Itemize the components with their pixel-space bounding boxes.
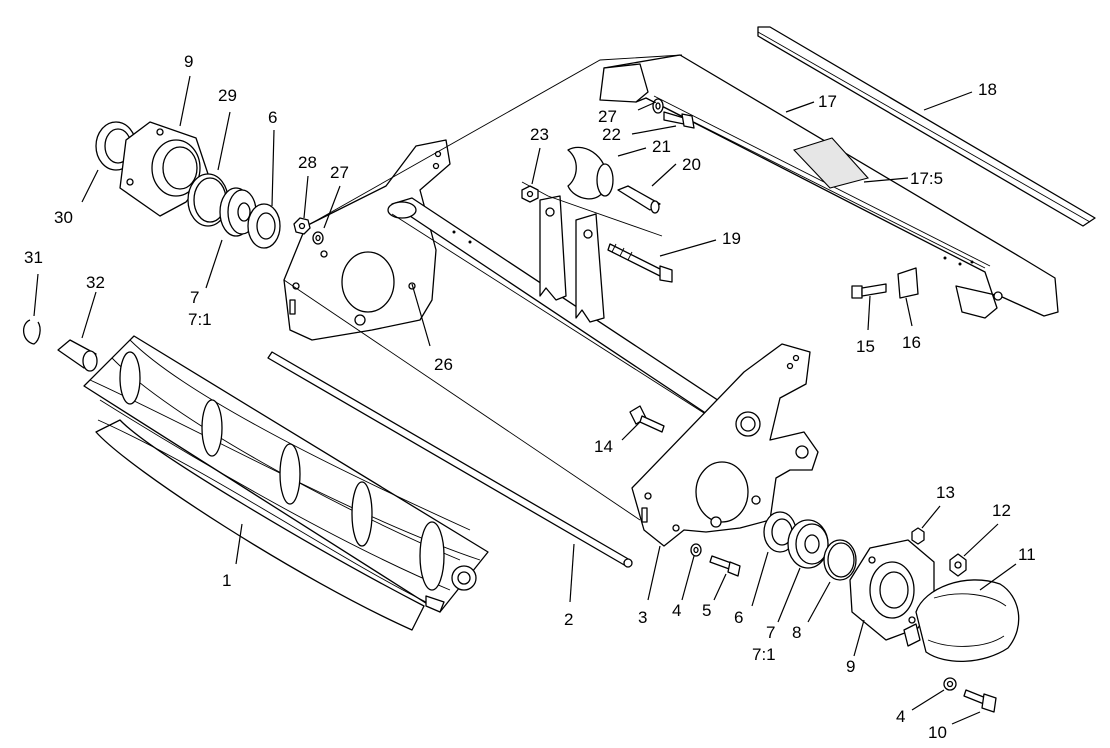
snap-ring-29 [187,173,229,227]
callout-17-5: 17:5 [910,169,943,188]
leader-lines [33,75,1017,725]
callout-labels: 9 29 6 28 27 30 31 32 7 7:1 26 1 2 3 4 5… [24,52,1036,742]
callout-29: 29 [218,86,237,105]
washer-4-right [690,543,702,557]
callout-7-1-left: 7:1 [188,310,212,329]
left-side-plate [283,139,451,341]
callout-9-top: 9 [184,52,193,71]
shaft [267,351,633,568]
washer-27-top [652,98,664,114]
callout-6-right: 6 [734,608,743,627]
reel [83,335,489,631]
roller-pin [617,185,661,214]
callout-7-1-right: 7:1 [752,645,776,664]
callout-14: 14 [594,437,613,456]
callout-1: 1 [222,571,231,590]
callout-32: 32 [86,273,105,292]
washer-4-lower [943,677,957,691]
fitting-13 [911,527,925,545]
seal-6-left [247,203,281,249]
snap-ring-31 [23,319,41,345]
callout-20: 20 [682,155,701,174]
callout-9-bottom: 9 [846,657,855,676]
bolt-22 [663,111,695,129]
callout-28: 28 [298,153,317,172]
callout-11: 11 [1018,545,1036,564]
callout-27-top: 27 [598,107,617,126]
callout-18: 18 [978,80,997,99]
bolt-14 [629,405,665,433]
nut-28 [293,217,311,235]
callout-17: 17 [818,92,837,111]
callout-26: 26 [434,355,453,374]
bearing-housing-left [119,121,209,217]
callout-15: 15 [856,337,875,356]
callout-30: 30 [54,208,73,227]
bedknife-bar [757,26,1096,227]
callout-4-right: 4 [672,601,681,620]
callout-10: 10 [928,723,947,742]
callout-3: 3 [638,608,647,627]
callout-13: 13 [936,483,955,502]
bedbar [599,54,1059,319]
snap-ring-8 [823,539,857,581]
bracket-16 [897,267,919,299]
bolt-15 [851,283,887,299]
callout-27-left: 27 [330,163,349,182]
spacer-32 [57,339,98,372]
bolt-5 [709,555,741,577]
callout-5: 5 [702,601,711,620]
bearing-7-right [787,519,829,569]
callout-2: 2 [564,610,573,629]
right-side-plate [631,343,819,547]
callout-7-left: 7 [190,288,199,307]
nut-12 [949,553,967,577]
bolt-10 [963,689,997,713]
washer-27-left [312,231,324,245]
cap-11 [903,579,1020,662]
callout-7-right: 7 [766,623,775,642]
bearing-housing-right [849,539,935,641]
carriage-bolt-19 [607,243,673,283]
callout-16: 16 [902,333,921,352]
center-bracket [521,181,663,323]
callout-4-lower: 4 [896,707,905,726]
callout-22: 22 [602,125,621,144]
guide-roller [567,146,614,200]
callout-8: 8 [792,623,801,642]
callout-6-left: 6 [268,108,277,127]
callout-19: 19 [722,229,741,248]
callout-21: 21 [652,137,671,156]
callout-12: 12 [992,501,1011,520]
callout-23: 23 [530,125,549,144]
hex-nut-23 [521,185,539,203]
callout-31: 31 [24,248,43,267]
